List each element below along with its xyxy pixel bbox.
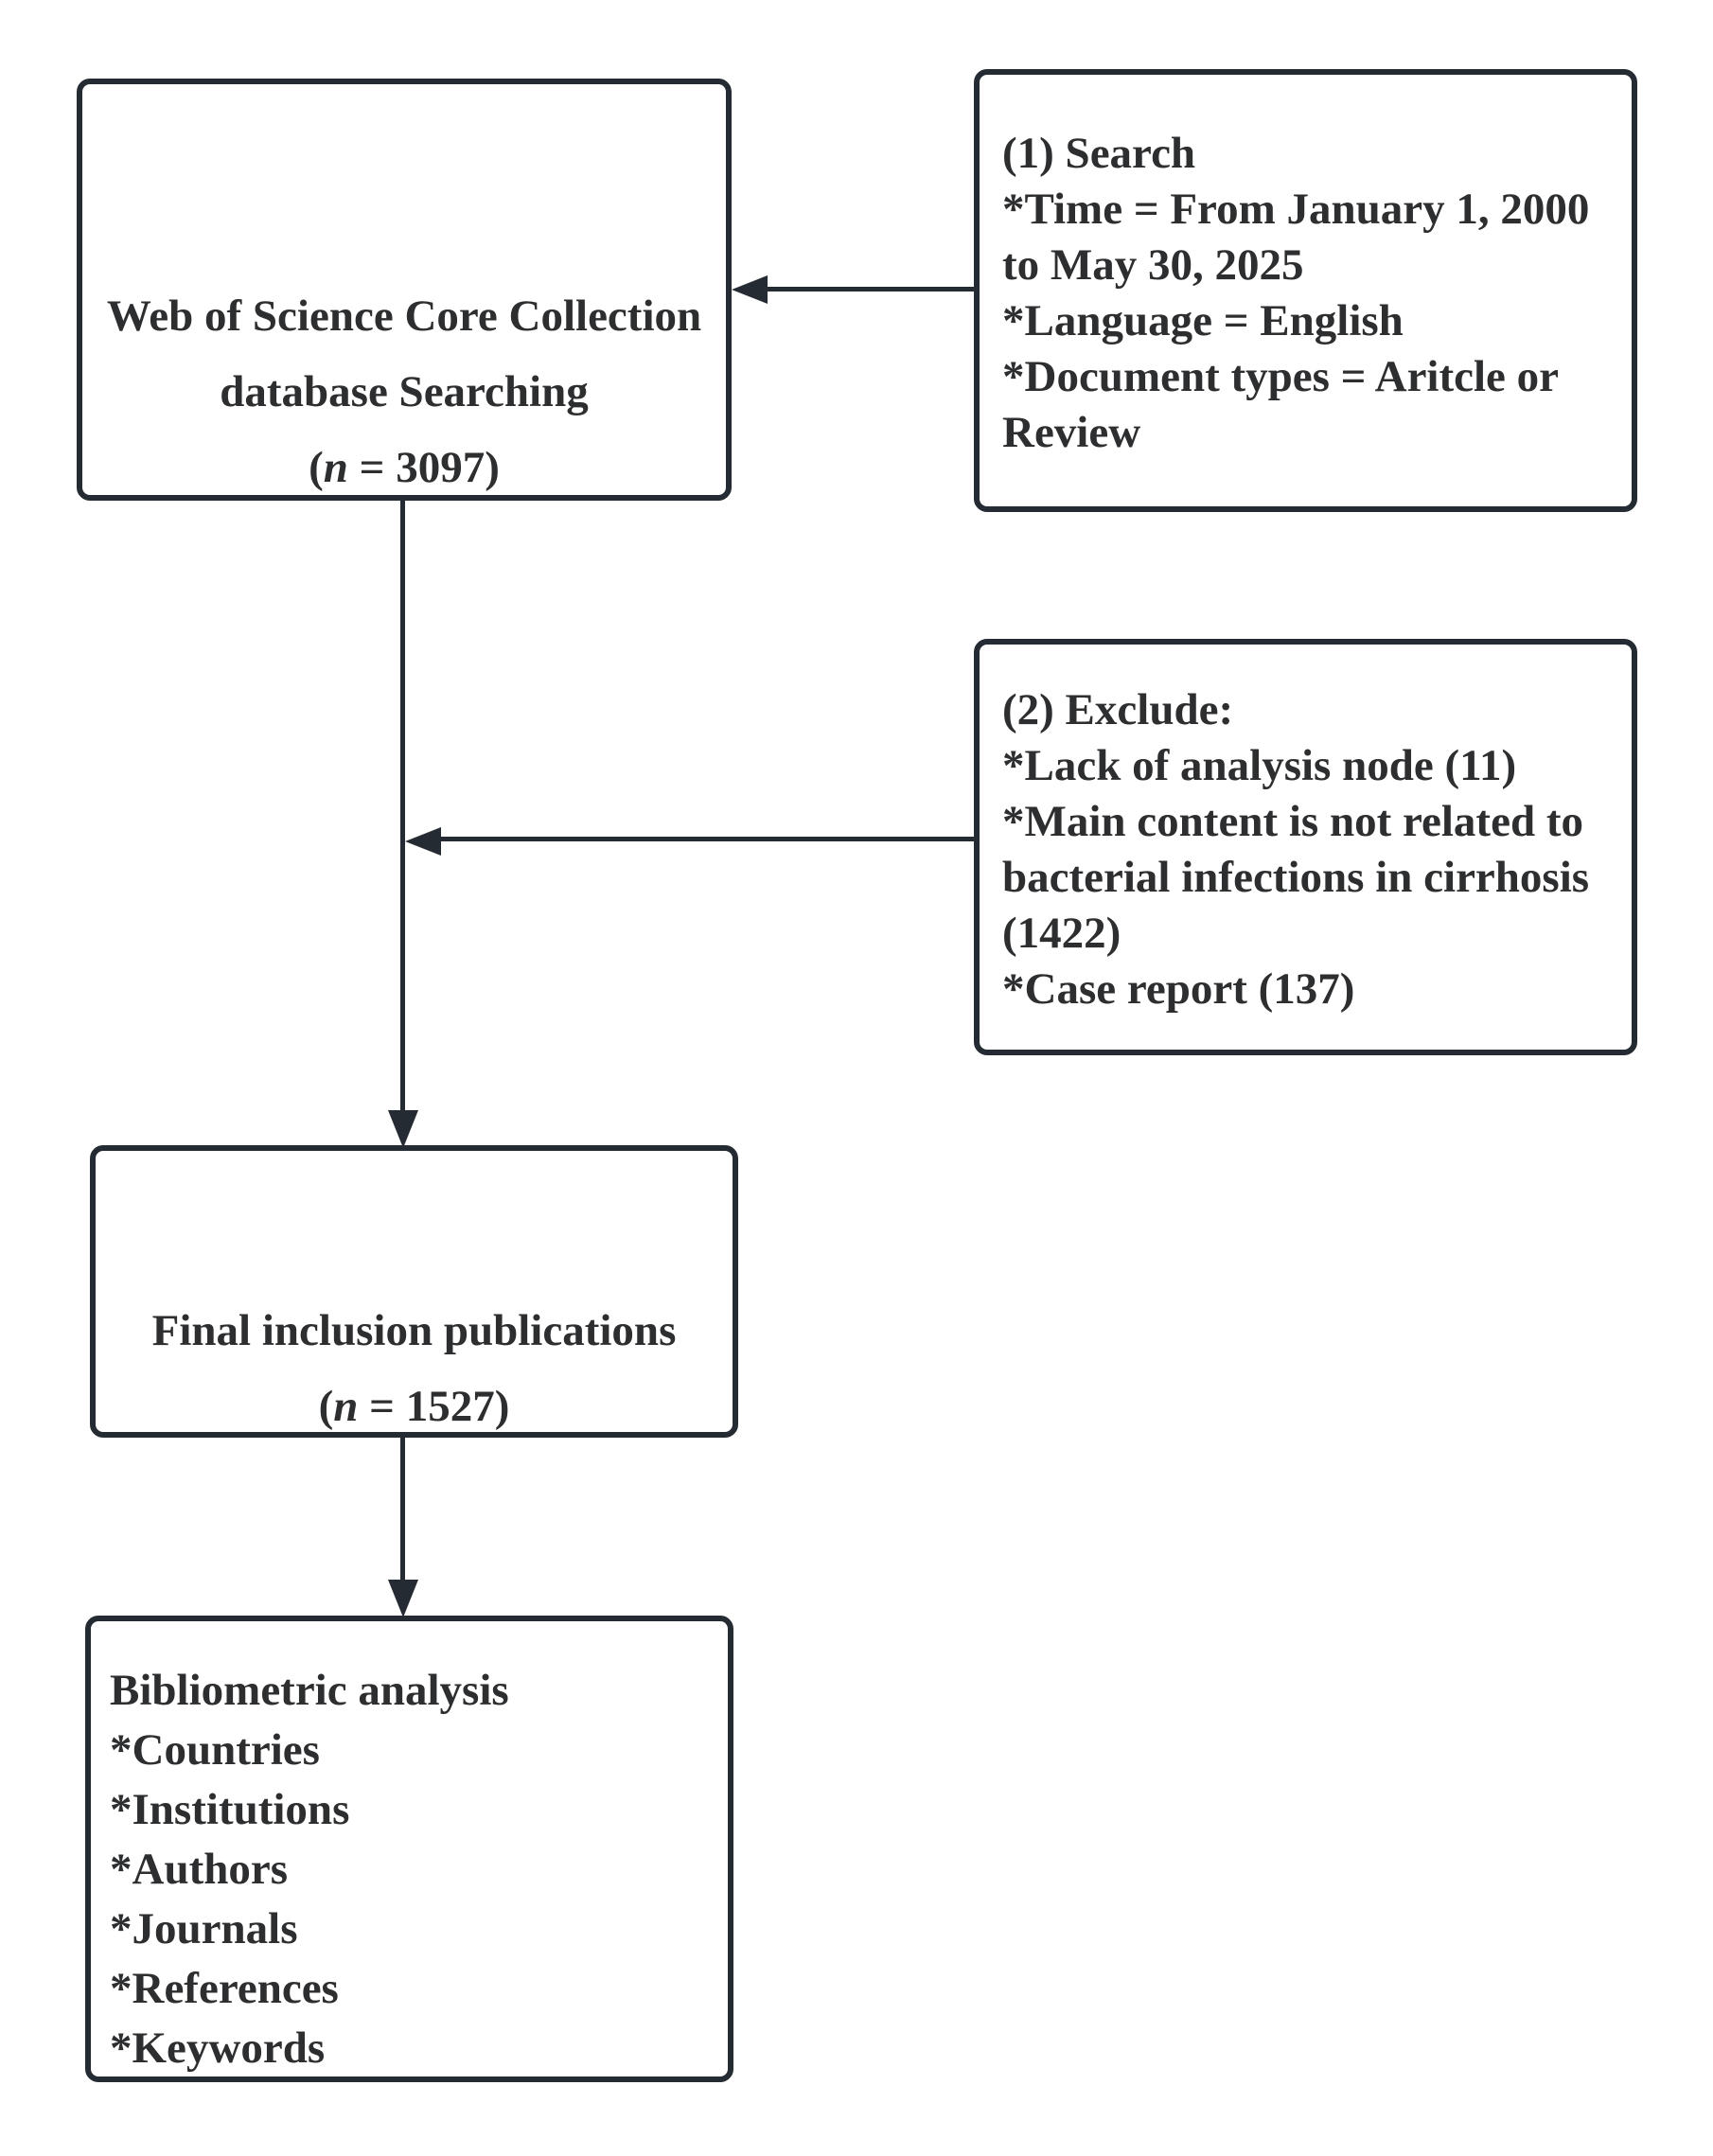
search-line-2: *Time = From January 1, 2000	[1002, 185, 1590, 234]
connector-final-to-biblio-line	[400, 1438, 405, 1582]
biblio-item-authors: *Authors	[110, 1845, 289, 1894]
exclude-criteria-box: (2) Exclude: *Lack of analysis node (11)…	[974, 639, 1637, 1055]
final-count-n: n	[333, 1382, 359, 1431]
arrow-search-to-wos-line	[763, 287, 974, 292]
exclude-line-3: *Main content is not related to	[1002, 797, 1583, 846]
search-line-5: *Document types = Aritcle or	[1002, 352, 1560, 401]
exclude-line-2: *Lack of analysis node (11)	[1002, 741, 1517, 790]
final-count-rest: = 1527)	[358, 1382, 510, 1431]
wos-count: (n = 3097)	[82, 430, 726, 505]
biblio-item-institutions: *Institutions	[110, 1785, 350, 1834]
biblio-title: Bibliometric analysis	[110, 1666, 509, 1715]
arrow-exclude-to-connector-left-arrowhead-icon	[405, 827, 441, 856]
search-line-3: to May 30, 2025	[1002, 240, 1304, 290]
search-criteria-text: (1) Search *Time = From January 1, 2000 …	[980, 126, 1632, 461]
connector-wos-to-final-down-arrowhead-icon	[388, 1110, 418, 1148]
search-line-6: Review	[1002, 408, 1141, 457]
search-line-1: (1) Search	[1002, 129, 1196, 178]
exclude-criteria-text: (2) Exclude: *Lack of analysis node (11)…	[980, 682, 1632, 1017]
biblio-item-journals: *Journals	[110, 1904, 298, 1953]
exclude-line-4: bacterial infections in cirrhosis	[1002, 853, 1590, 902]
arrow-search-to-wos-left-arrowhead-icon	[732, 275, 768, 304]
bibliometric-analysis-box: Bibliometric analysis *Countries *Instit…	[85, 1616, 733, 2082]
search-line-4: *Language = English	[1002, 296, 1404, 345]
wos-line-2: database Searching	[220, 367, 589, 416]
bibliometric-analysis-text: Bibliometric analysis *Countries *Instit…	[91, 1661, 728, 2078]
search-criteria-box: (1) Search *Time = From January 1, 2000 …	[974, 69, 1637, 512]
final-count-open: (	[318, 1382, 334, 1431]
final-inclusion-text: Final inclusion publications (n = 1527)	[96, 1293, 733, 1444]
wos-count-open: (	[309, 443, 324, 492]
connector-wos-to-final-line	[400, 501, 405, 1112]
connector-final-to-biblio-down-arrowhead-icon	[388, 1580, 418, 1617]
biblio-item-references: *References	[110, 1964, 339, 2013]
final-inclusion-box: Final inclusion publications (n = 1527)	[90, 1145, 738, 1438]
wos-line-1: Web of Science Core Collection	[106, 292, 702, 341]
exclude-line-1: (2) Exclude:	[1002, 685, 1234, 734]
wos-search-text: Web of Science Core Collection database …	[82, 278, 726, 505]
exclude-line-6: *Case report (137)	[1002, 964, 1355, 1014]
exclude-line-5: (1422)	[1002, 909, 1121, 958]
wos-search-box: Web of Science Core Collection database …	[77, 79, 732, 501]
arrow-exclude-to-connector-line	[437, 837, 974, 841]
wos-count-rest: = 3097)	[347, 443, 500, 492]
wos-count-n: n	[323, 443, 348, 492]
final-count: (n = 1527)	[96, 1369, 733, 1444]
final-line-1: Final inclusion publications	[151, 1306, 677, 1355]
biblio-item-keywords: *Keywords	[110, 2023, 326, 2073]
biblio-item-countries: *Countries	[110, 1725, 320, 1775]
